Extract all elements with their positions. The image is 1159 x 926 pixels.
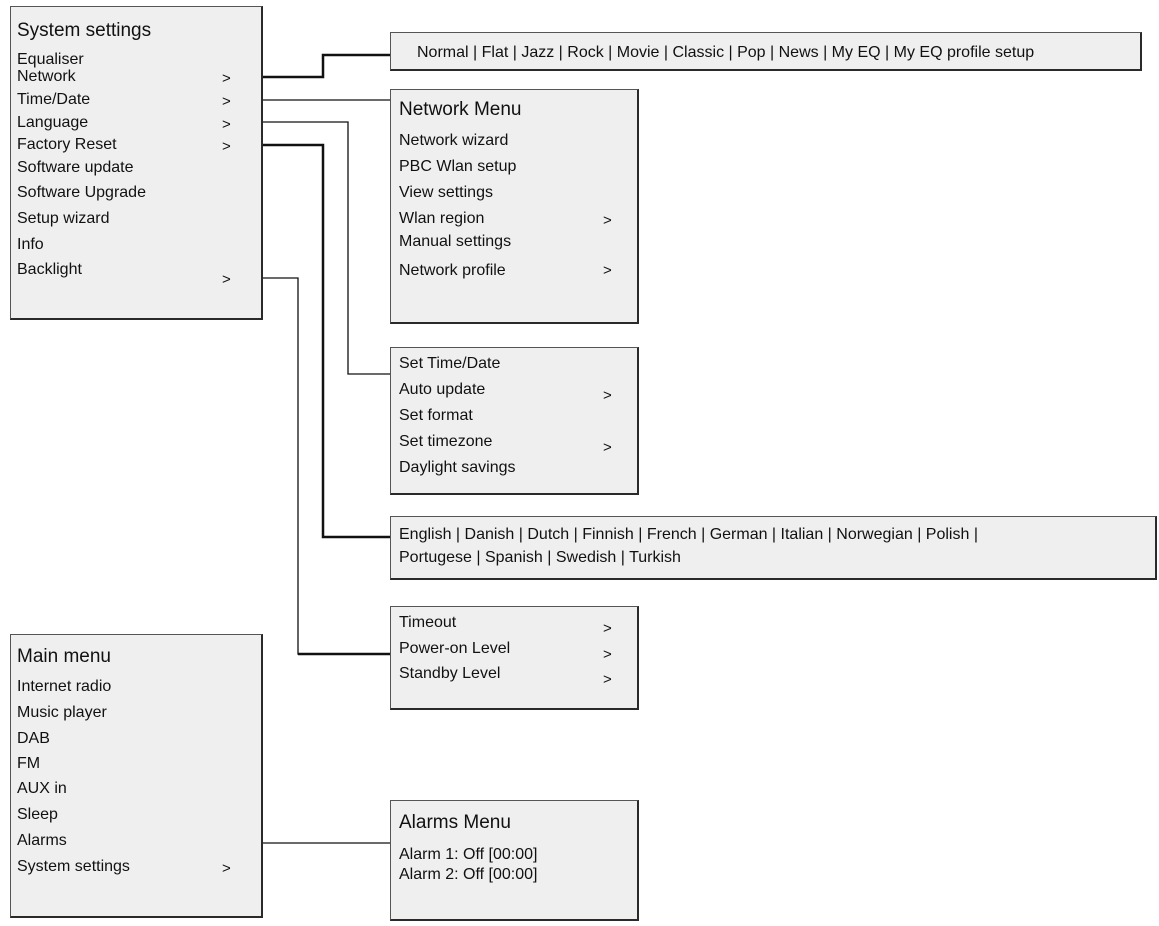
menu-item-network-wizard[interactable]: Network wizard — [399, 132, 509, 149]
equaliser-options: Normal | Flat | Jazz | Rock | Movie | Cl… — [390, 32, 1142, 71]
menu-item-time-date[interactable]: Time/Date — [17, 91, 91, 108]
menu-item-set-time-date[interactable]: Set Time/Date — [399, 355, 501, 372]
connector-factoryreset-language — [250, 143, 390, 539]
menu-item-backlight[interactable]: Backlight — [17, 261, 82, 278]
menu-item-factory-reset[interactable]: Factory Reset — [17, 136, 117, 153]
menu-item-network[interactable]: Network — [17, 68, 76, 85]
alarms-menu-title: Alarms Menu — [399, 812, 511, 833]
equaliser-options-list[interactable]: Normal | Flat | Jazz | Rock | Movie | Cl… — [417, 44, 1035, 61]
chevron-right-icon: > — [603, 262, 612, 279]
menu-item-alarm-1[interactable]: Alarm 1: Off [00:00] — [399, 846, 538, 863]
menu-item-standby-level[interactable]: Standby Level — [399, 665, 501, 682]
chevron-right-icon: > — [222, 116, 231, 133]
menu-item-equaliser[interactable]: Equaliser — [17, 51, 84, 68]
main-menu-title: Main menu — [17, 646, 111, 667]
network-menu: Network Menu Network wizard PBC Wlan set… — [390, 89, 639, 324]
menu-item-pbc-wlan-setup[interactable]: PBC Wlan setup — [399, 158, 517, 175]
main-menu: Main menu Internet radio Music player DA… — [10, 634, 263, 918]
connector-language-time-menu — [250, 121, 390, 375]
menu-item-manual-settings[interactable]: Manual settings — [399, 233, 512, 250]
menu-item-music-player[interactable]: Music player — [17, 704, 107, 721]
menu-item-set-format[interactable]: Set format — [399, 407, 473, 424]
chevron-right-icon: > — [222, 860, 231, 877]
menu-item-info[interactable]: Info — [17, 236, 44, 253]
chevron-right-icon: > — [603, 671, 612, 688]
chevron-right-icon: > — [603, 620, 612, 637]
menu-item-auto-update[interactable]: Auto update — [399, 381, 486, 398]
chevron-right-icon: > — [222, 93, 231, 110]
system-settings-title: System settings — [17, 20, 152, 41]
menu-item-alarms[interactable]: Alarms — [17, 832, 67, 849]
chevron-right-icon: > — [222, 271, 231, 288]
menu-item-internet-radio[interactable]: Internet radio — [17, 678, 112, 695]
menu-item-aux-in[interactable]: AUX in — [17, 780, 67, 797]
menu-item-dab[interactable]: DAB — [17, 730, 50, 747]
connector-network-equaliser — [250, 53, 390, 79]
menu-item-software-update[interactable]: Software update — [17, 159, 134, 176]
language-options-line-2[interactable]: Portugese | Spanish | Swedish | Turkish — [399, 549, 681, 566]
menu-item-sleep[interactable]: Sleep — [17, 806, 58, 823]
menu-item-daylight-savings[interactable]: Daylight savings — [399, 459, 516, 476]
menu-item-setup-wizard[interactable]: Setup wizard — [17, 210, 110, 227]
connector-backlight-menu — [250, 277, 390, 655]
menu-item-system-settings[interactable]: System settings — [17, 858, 130, 875]
menu-item-wlan-region[interactable]: Wlan region — [399, 210, 485, 227]
chevron-right-icon: > — [222, 138, 231, 155]
menu-item-software-upgrade[interactable]: Software Upgrade — [17, 184, 146, 201]
menu-item-power-on-level[interactable]: Power-on Level — [399, 640, 511, 657]
time-date-menu: Set Time/Date Auto update > Set format S… — [390, 347, 639, 495]
menu-item-timeout[interactable]: Timeout — [399, 614, 457, 631]
menu-item-alarm-2[interactable]: Alarm 2: Off [00:00] — [399, 866, 538, 883]
backlight-menu: Timeout > Power-on Level > Standby Level… — [390, 606, 639, 710]
chevron-right-icon: > — [603, 646, 612, 663]
chevron-right-icon: > — [222, 70, 231, 87]
language-options-line-1[interactable]: English | Danish | Dutch | Finnish | Fre… — [399, 526, 978, 543]
chevron-right-icon: > — [603, 212, 612, 229]
language-options: English | Danish | Dutch | Finnish | Fre… — [390, 516, 1157, 580]
menu-item-language[interactable]: Language — [17, 114, 89, 131]
menu-item-network-profile[interactable]: Network profile — [399, 262, 506, 279]
menu-item-fm[interactable]: FM — [17, 755, 41, 772]
menu-item-view-settings[interactable]: View settings — [399, 184, 493, 201]
system-settings-menu: System settings Equaliser Network > Time… — [10, 6, 263, 320]
chevron-right-icon: > — [603, 439, 612, 456]
menu-item-set-timezone[interactable]: Set timezone — [399, 433, 493, 450]
network-menu-title: Network Menu — [399, 99, 522, 120]
chevron-right-icon: > — [603, 387, 612, 404]
alarms-menu: Alarms Menu Alarm 1: Off [00:00] Alarm 2… — [390, 800, 639, 921]
